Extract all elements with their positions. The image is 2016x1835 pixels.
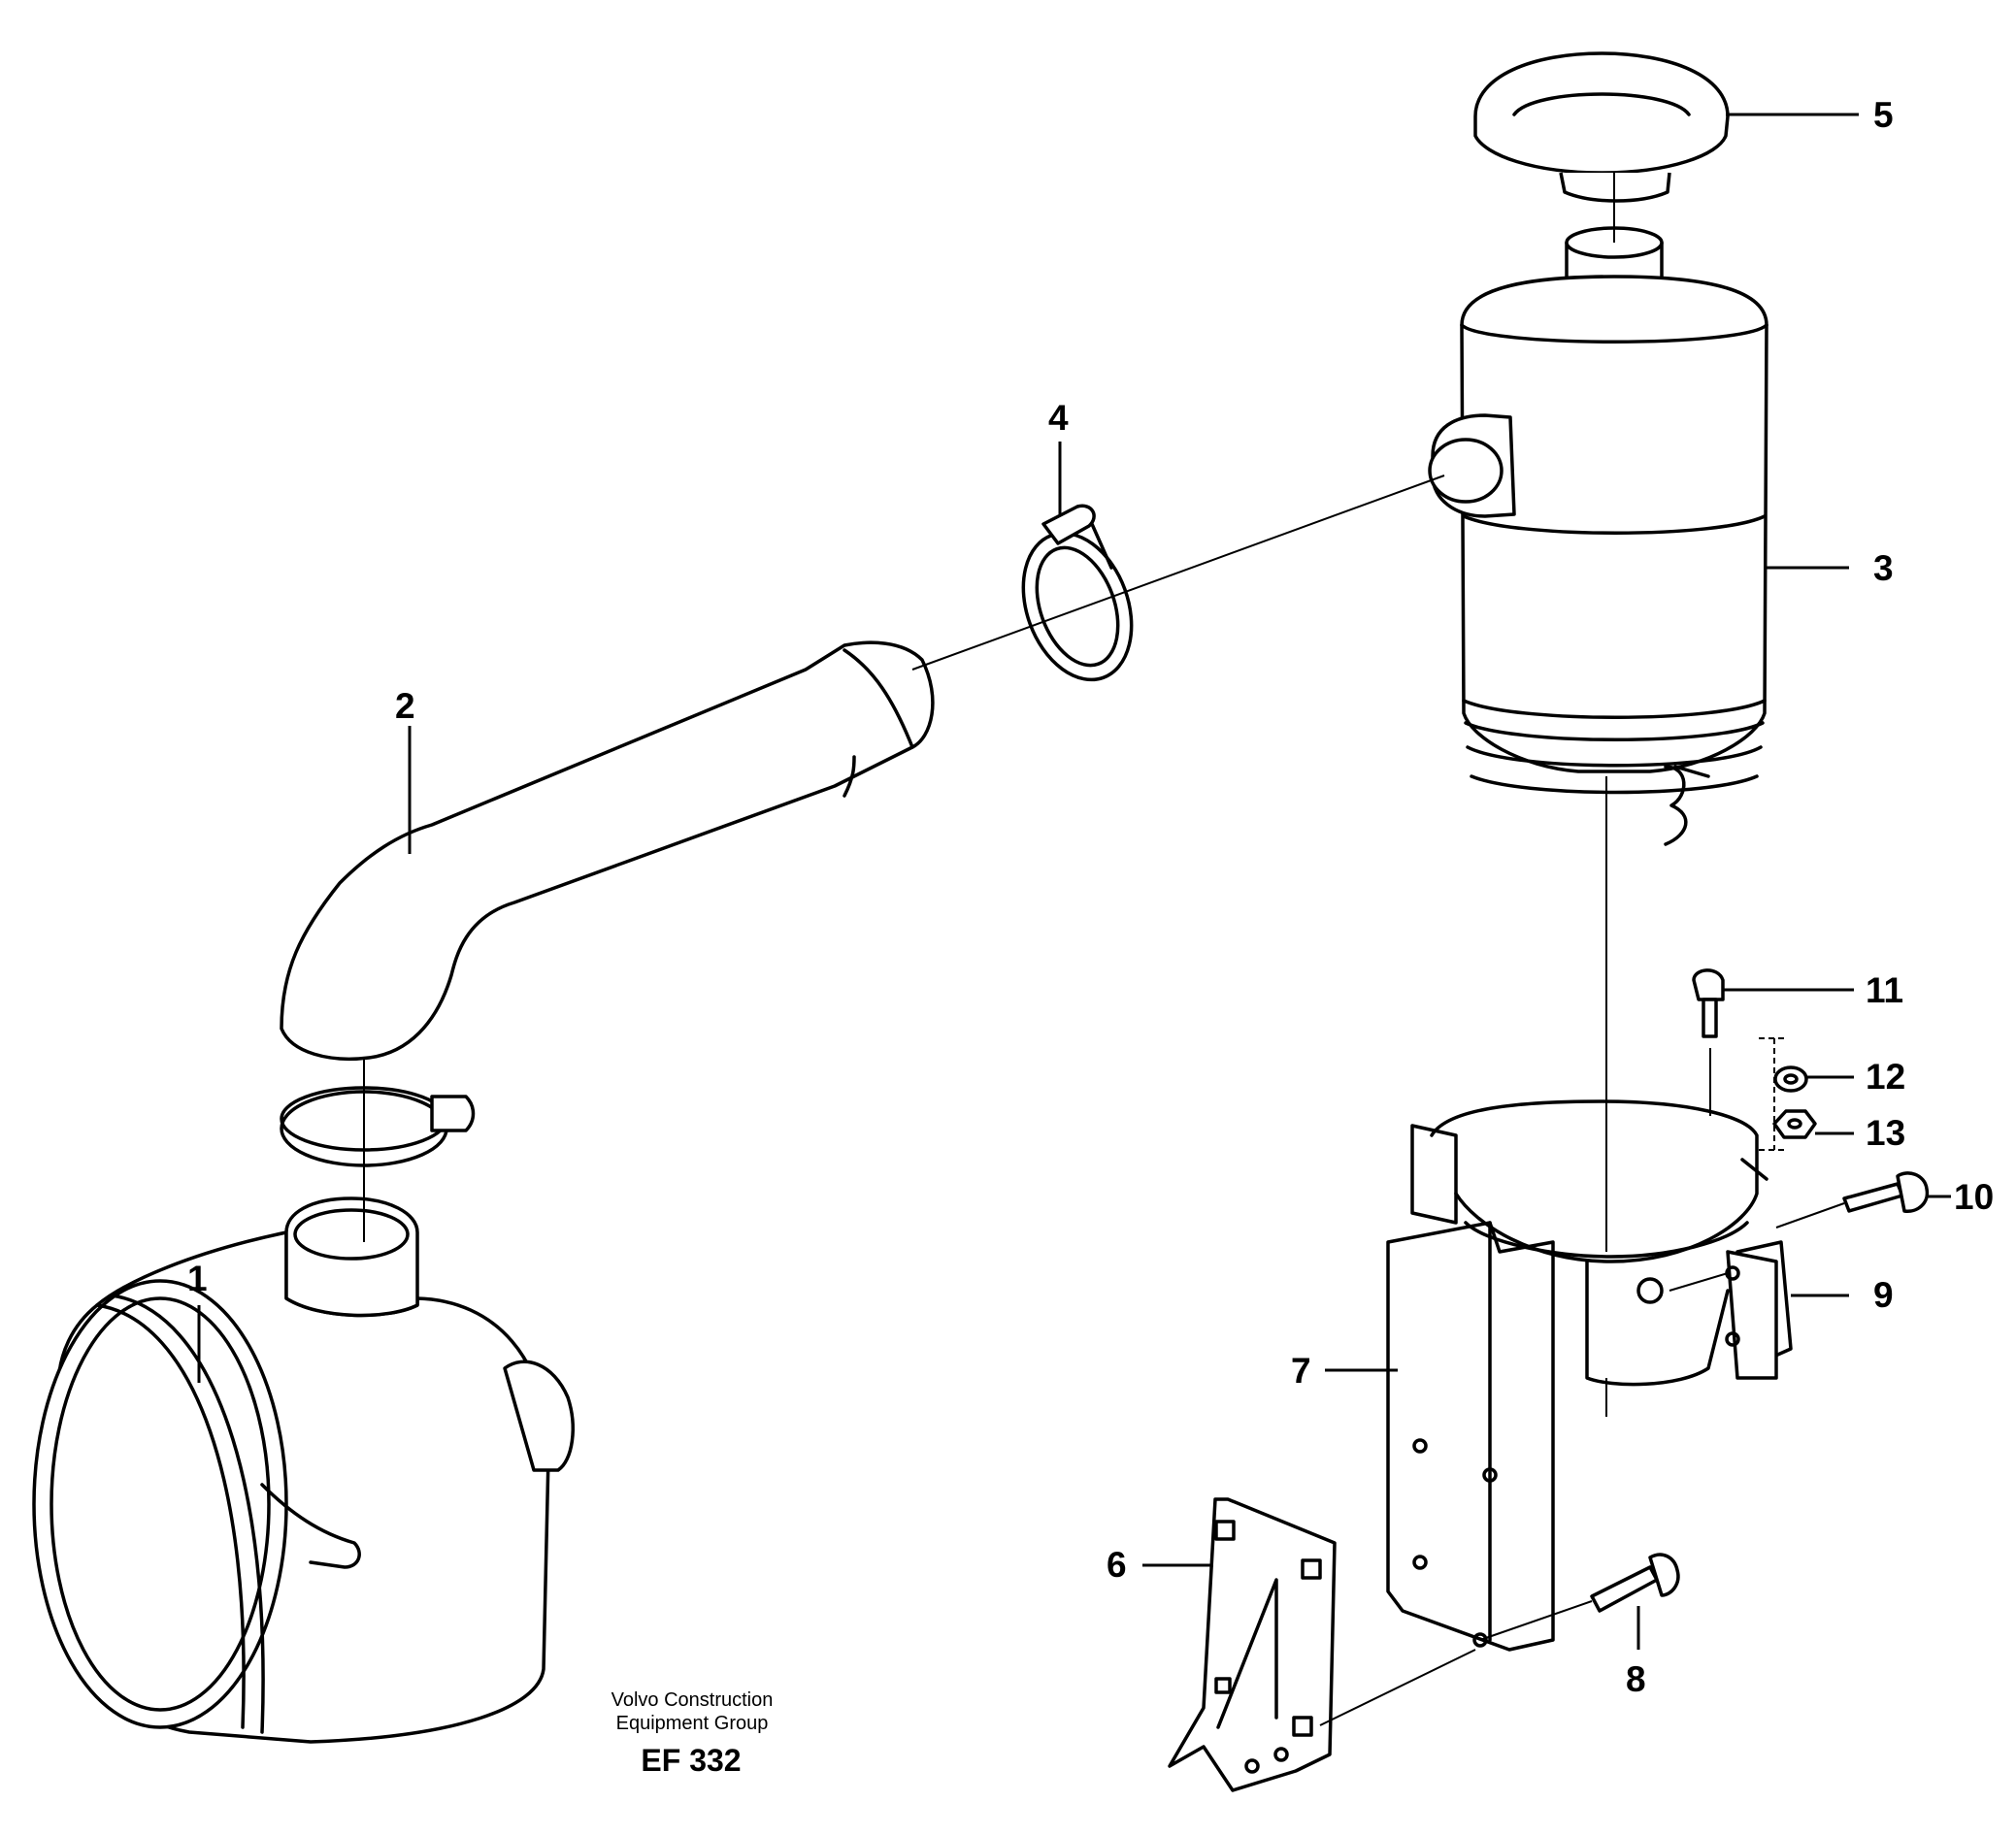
callout-13: 13 [1866,1113,1905,1153]
callout-leaders [197,113,1951,1650]
air-filter-housing-part [1428,226,1768,846]
callout-5: 5 [1873,95,1894,135]
credit-line-2: Equipment Group [616,1713,769,1734]
callout-2: 2 [395,686,415,726]
assembly-lines [363,173,1845,1726]
hose-clamp-lower-part [280,1086,476,1167]
callout-4: 4 [1048,398,1069,438]
callout-3: 3 [1873,548,1894,588]
callout-1: 1 [187,1259,208,1298]
rain-cap-part [1473,51,1730,203]
washer-part [1773,1065,1808,1093]
dashed-group-bracket [1759,1037,1786,1151]
callout-9: 9 [1873,1275,1894,1315]
callout-10: 10 [1954,1177,1994,1217]
hose-clamp-upper-part [1021,504,1134,682]
clamp-band-part [1410,1099,1793,1387]
intake-hose-part [280,640,935,1061]
drawing-code: EF 332 [641,1743,741,1778]
mounting-plate-part [1168,1497,1337,1792]
nut-part [1772,1109,1817,1139]
callout-7: 7 [1291,1351,1311,1391]
screw-part [1842,1171,1930,1213]
callout-6: 6 [1107,1545,1127,1585]
callout-8: 8 [1626,1659,1646,1699]
support-bracket-part [1386,1221,1555,1652]
flange-screw-small-part [1692,968,1725,1038]
pre-cleaner-housing-part [32,1196,575,1744]
callout-12: 12 [1866,1057,1905,1097]
credit-line-1: Volvo Construction [611,1689,774,1711]
callout-11: 11 [1866,970,1903,1010]
flange-screw-part [1590,1553,1680,1613]
